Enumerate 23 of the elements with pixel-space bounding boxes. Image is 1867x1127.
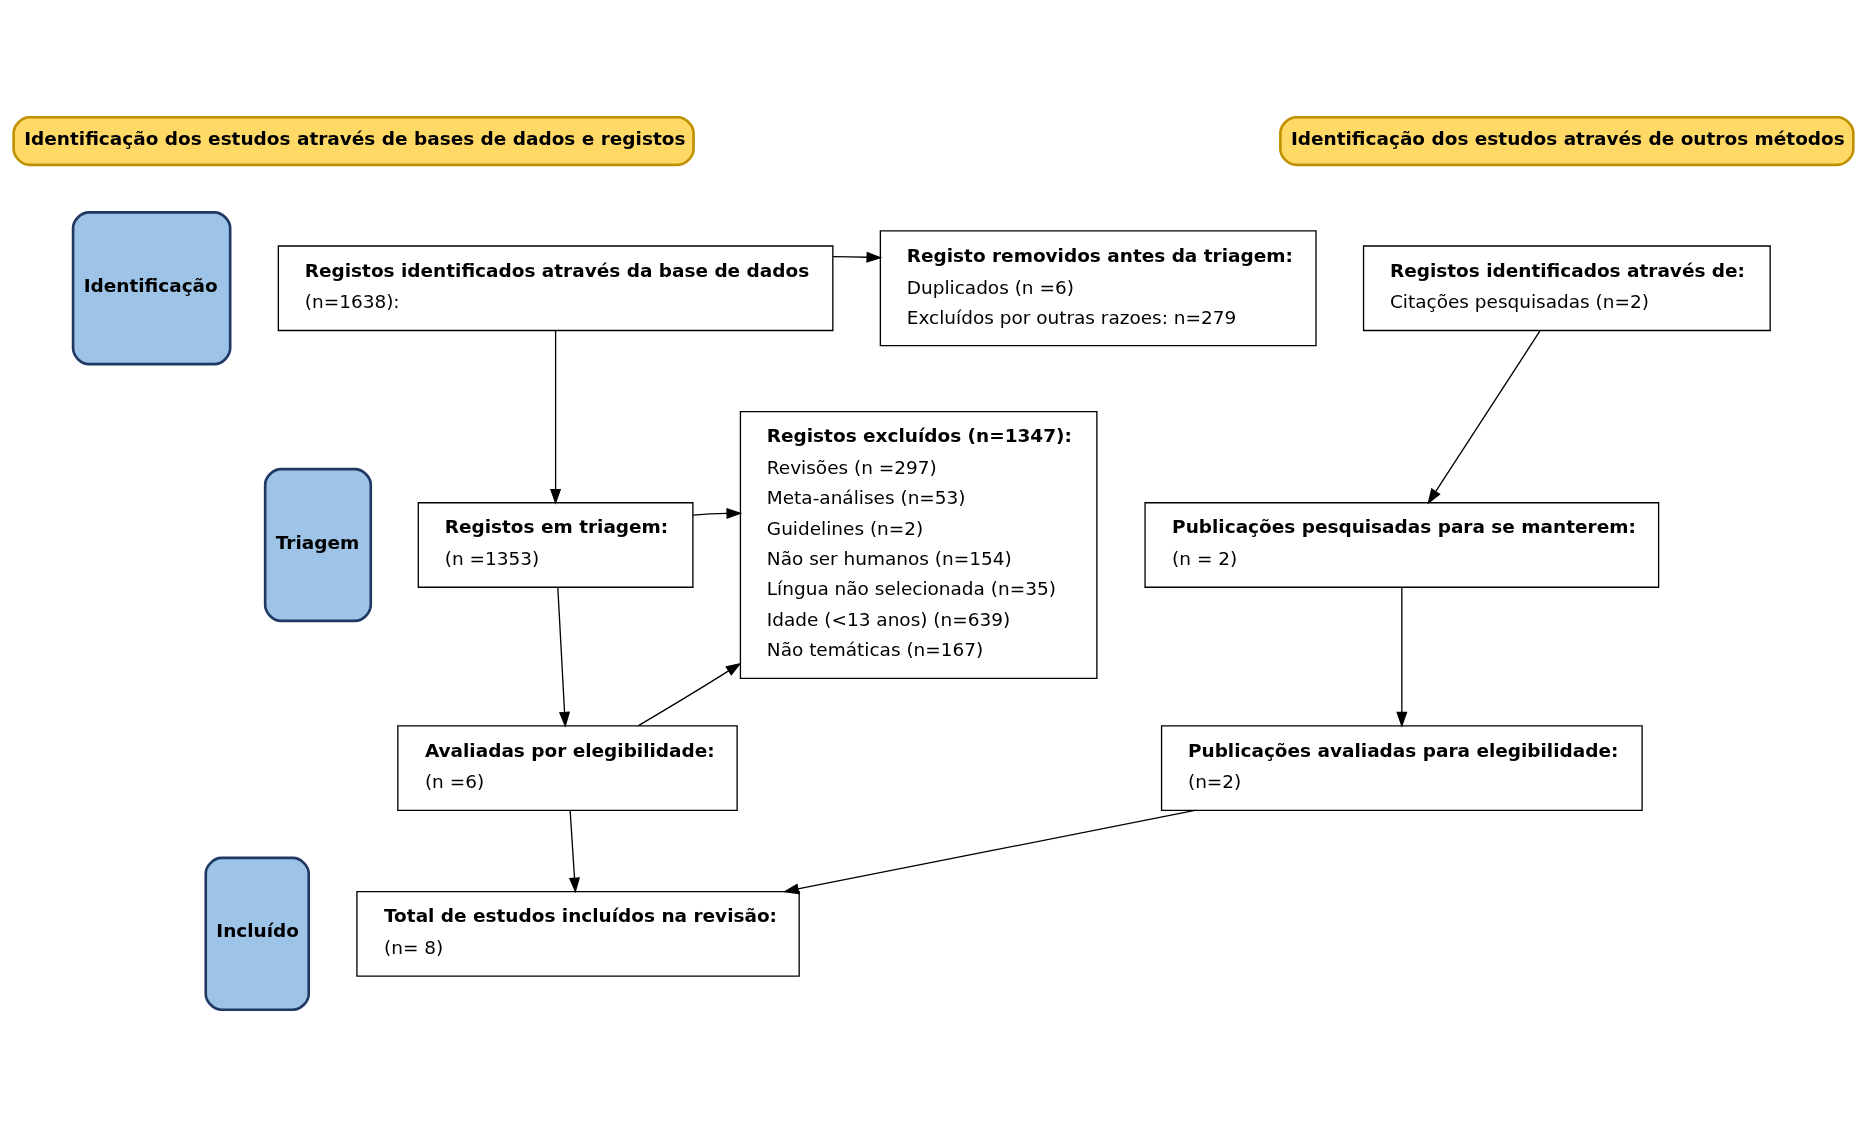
- node-box: Publicações pesquisadas para se manterem: (n = 2): [1144, 502, 1660, 588]
- node-box: Identificação dos estudos através de outros métodos: [1279, 115, 1855, 167]
- arrow: [637, 662, 742, 727]
- arrow: [832, 251, 883, 263]
- arrow: [550, 330, 562, 505]
- node-box: Identificação dos estudos através de bases de dados e registos: [12, 115, 695, 167]
- arrow: [1427, 330, 1541, 505]
- node-box: Registos em triagem: (n =1353): [417, 502, 694, 588]
- arrow: [782, 809, 1196, 895]
- node-box: Publicações avaliadas para elegibilidade: (n=2): [1160, 725, 1643, 812]
- node-box: Incluído: [204, 856, 311, 1012]
- node-box: Avaliadas por elegibilidade: (n =6): [397, 725, 738, 812]
- arrow: [557, 586, 571, 728]
- node-box: Triagem: [263, 467, 373, 623]
- node-box: Registos identificados através da base de dados (n=1638):: [277, 245, 834, 332]
- arrow: [692, 507, 743, 519]
- arrow: [1396, 586, 1408, 728]
- node-box: Registos excluídos (n=1347): Revisões (n =297) Meta-análises (n=53) Guidelines (n=2) Não ser humanos (n=154) Língua não selecionada (n=35) Idade (<13 anos) (n=639) Não temáticas (n=167): [739, 411, 1098, 679]
- node-box: Total de estudos incluídos na revisão: (n= 8): [356, 890, 800, 977]
- node-box: Identificação: [71, 211, 232, 366]
- node-box: Registo removidos antes da triagem: Duplicados (n =6) Excluídos por outras razoes: n=279: [879, 230, 1317, 347]
- arrow: [568, 809, 581, 894]
- node-box: Registos identificados através de: Citações pesquisadas (n=2): [1362, 245, 1771, 332]
